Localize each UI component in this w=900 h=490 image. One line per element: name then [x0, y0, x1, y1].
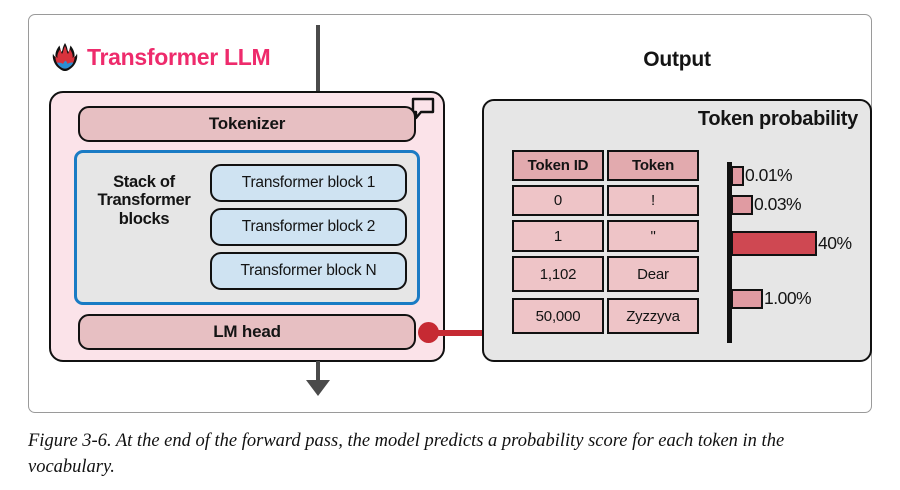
- table-row[interactable]: 50,000 Zyzzyva: [512, 298, 702, 334]
- chart-bar-row: 0.01%: [731, 165, 793, 186]
- output-connector-line: [424, 330, 502, 336]
- chart-bar-label-0: 0.01%: [745, 165, 793, 185]
- chart-bar-3: [731, 288, 763, 309]
- cell-token-id: 0: [512, 185, 604, 216]
- chart-bar-row: 40%: [731, 231, 852, 256]
- chart-bar-label-3: 1.00%: [764, 288, 812, 308]
- transformer-llm-container: Tokenizer Stack of Transformer blocks Tr…: [49, 91, 445, 362]
- token-table: Token ID Token 0 ! 1 " 1,102 Dear 50,000…: [512, 150, 702, 338]
- stack-label: Stack of Transformer blocks: [85, 173, 203, 228]
- input-connector-line: [316, 25, 320, 91]
- tokenizer-block[interactable]: Tokenizer: [78, 106, 416, 142]
- chart-bar-row: 0.03%: [731, 194, 802, 215]
- cell-token-id: 50,000: [512, 298, 604, 334]
- table-row[interactable]: 1 ": [512, 220, 702, 252]
- table-header-token: Token: [607, 150, 699, 181]
- table-row[interactable]: 0 !: [512, 185, 702, 216]
- stack-label-line-2: Transformer: [97, 191, 191, 210]
- lm-head-block[interactable]: LM head: [78, 314, 416, 350]
- output-arrow-shaft: [316, 361, 320, 383]
- cell-token: !: [607, 185, 699, 216]
- output-title: Output: [643, 48, 711, 71]
- transformer-stack-container: Stack of Transformer blocks Transformer …: [74, 150, 420, 305]
- brand-title: Transformer LLM: [87, 43, 271, 70]
- cell-token: Dear: [607, 256, 699, 292]
- chart-bar-label-1: 0.03%: [754, 194, 802, 214]
- cell-token-id: 1: [512, 220, 604, 252]
- chart-bar-row: 1.00%: [731, 288, 812, 309]
- chart-axis: [727, 162, 732, 343]
- transformer-block-2[interactable]: Transformer block 2: [210, 208, 407, 246]
- output-arrow-head-icon: [306, 380, 330, 396]
- chart-bar-label-2: 40%: [818, 233, 852, 253]
- stack-label-line-3: blocks: [118, 209, 170, 228]
- chart-bar-1: [731, 194, 753, 215]
- table-header-row: Token ID Token: [512, 150, 702, 181]
- table-row[interactable]: 1,102 Dear: [512, 256, 702, 292]
- transformer-block-1[interactable]: Transformer block 1: [210, 164, 407, 202]
- table-header-token-id: Token ID: [512, 150, 604, 181]
- token-probability-title: Token probability: [697, 108, 858, 130]
- cell-token: Zyzzyva: [607, 298, 699, 334]
- cell-token-id: 1,102: [512, 256, 604, 292]
- connector-dot-left: [418, 322, 439, 343]
- stack-label-line-1: Stack of: [113, 173, 175, 191]
- flame-icon: [52, 42, 78, 72]
- chart-bar-0: [731, 165, 744, 186]
- transformer-block-n[interactable]: Transformer block N: [210, 252, 407, 290]
- figure-caption: Figure 3-6. At the end of the forward pa…: [28, 431, 785, 478]
- token-probability-chart: 0.01% 0.03% 40% 1.00%: [727, 155, 867, 350]
- output-panel: Token probability Token ID Token 0 ! 1 "…: [482, 99, 872, 362]
- brand: Transformer LLM: [52, 42, 271, 72]
- chart-bar-2: [731, 231, 817, 256]
- cell-token: ": [607, 220, 699, 252]
